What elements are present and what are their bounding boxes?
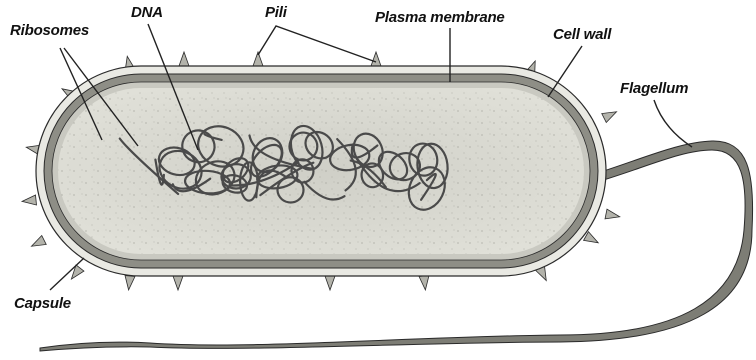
pilus-spike — [325, 276, 335, 290]
pilus-spike — [179, 52, 189, 66]
label-ribosomes: Ribosomes — [10, 22, 89, 39]
flagellum-leader — [654, 100, 692, 147]
pilus-spike — [371, 52, 381, 66]
pilus-spike — [605, 209, 620, 219]
pilus-spike — [22, 195, 36, 205]
pilus-spike — [31, 236, 46, 247]
label-flagellum: Flagellum — [620, 80, 688, 97]
pilus-spike — [71, 265, 84, 279]
pilus-spike — [125, 276, 135, 290]
pili-leader — [258, 26, 376, 62]
label-plasma-membrane: Plasma membrane — [375, 9, 505, 26]
label-cell-wall: Cell wall — [553, 26, 611, 43]
pilus-spike — [602, 112, 617, 123]
pilus-spike — [173, 276, 183, 290]
label-pili: Pili — [265, 4, 287, 21]
pilus-spike — [419, 276, 429, 290]
label-dna: DNA — [131, 4, 163, 21]
label-capsule: Capsule — [14, 295, 71, 312]
ribosome-stipple — [58, 88, 584, 254]
